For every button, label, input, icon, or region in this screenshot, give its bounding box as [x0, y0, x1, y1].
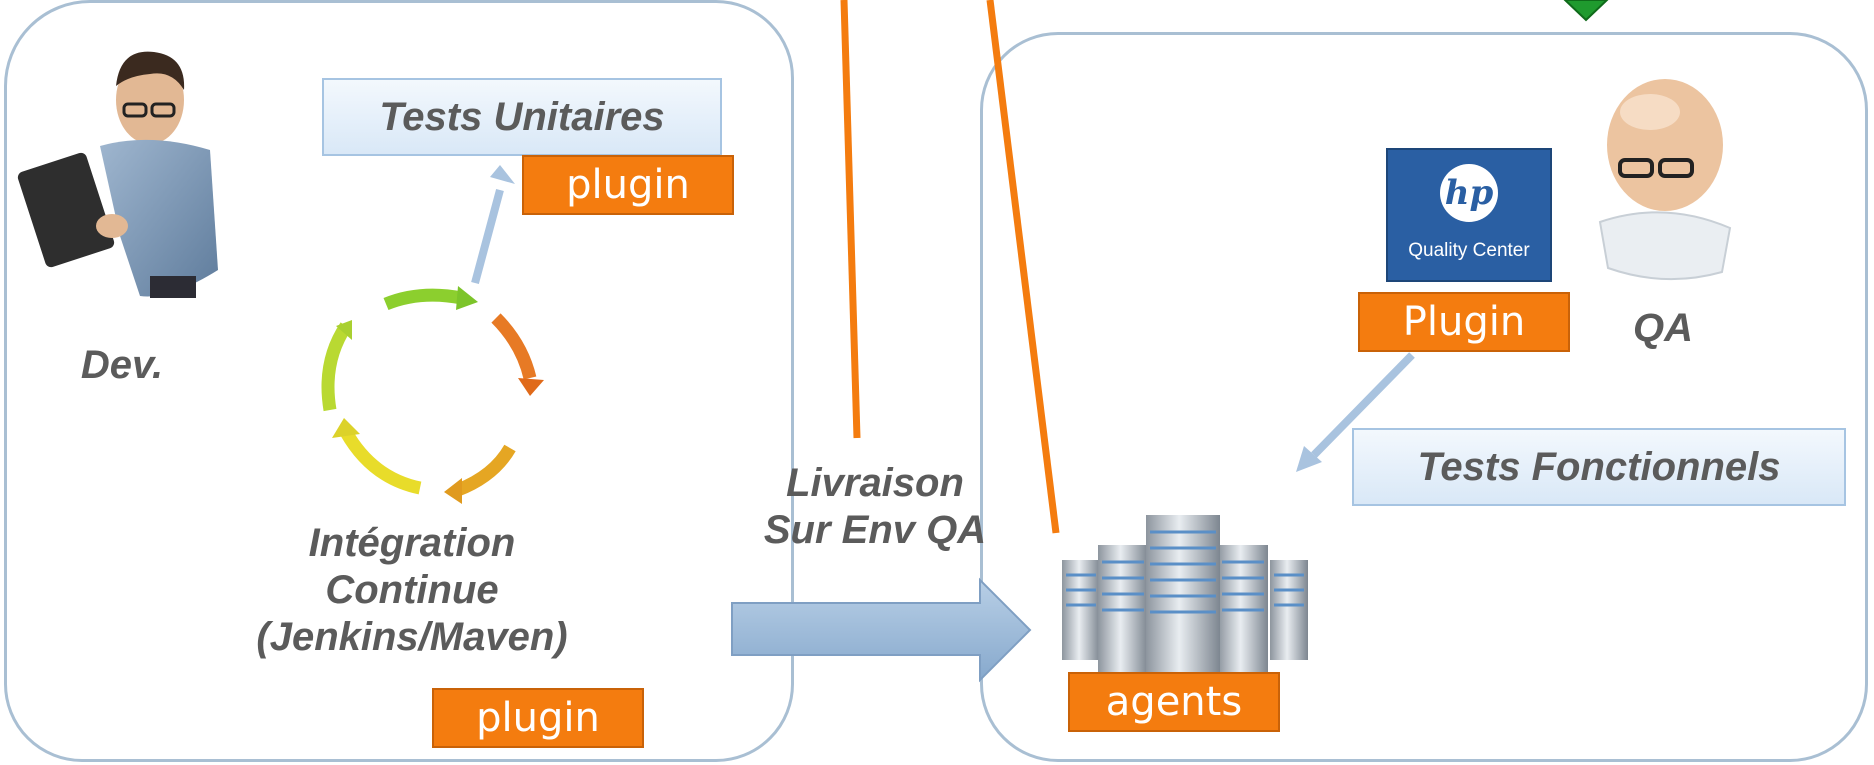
green-marker-icon: [1563, 0, 1609, 22]
functional-tests-box: Tests Fonctionnels: [1352, 428, 1846, 506]
ci-cycle-icon: [321, 286, 544, 504]
unit-tests-box: Tests Unitaires: [322, 78, 722, 156]
ci-plugin-tag: plugin: [432, 688, 644, 748]
qa-label: QA: [1633, 306, 1693, 350]
delivery-label: Livraison Sur Env QA: [763, 461, 987, 553]
unit-tests-plugin-tag: plugin: [522, 155, 734, 215]
agents-tag: agents: [1068, 672, 1280, 732]
ci-label: Intégration Continue (Jenkins/Maven): [256, 521, 568, 660]
plugin-to-functional-arrow: [1296, 352, 1415, 472]
developer-avatar: [17, 51, 218, 298]
qc-plugin-tag: Plugin: [1358, 292, 1570, 352]
hp-logo-icon: hp: [1440, 164, 1498, 222]
delivery-arrow: [731, 577, 1032, 683]
unit-tests-label: Tests Unitaires: [379, 94, 665, 139]
orange-connector-left: [840, 0, 861, 439]
to-unit-tests-arrow: [471, 165, 515, 285]
orange-connector-right: [986, 0, 1060, 534]
qa-avatar: [1598, 79, 1732, 281]
quality-center-logo: hp Quality Center: [1386, 148, 1552, 282]
functional-tests-label: Tests Fonctionnels: [1417, 444, 1781, 489]
dev-label: Dev.: [80, 343, 164, 387]
